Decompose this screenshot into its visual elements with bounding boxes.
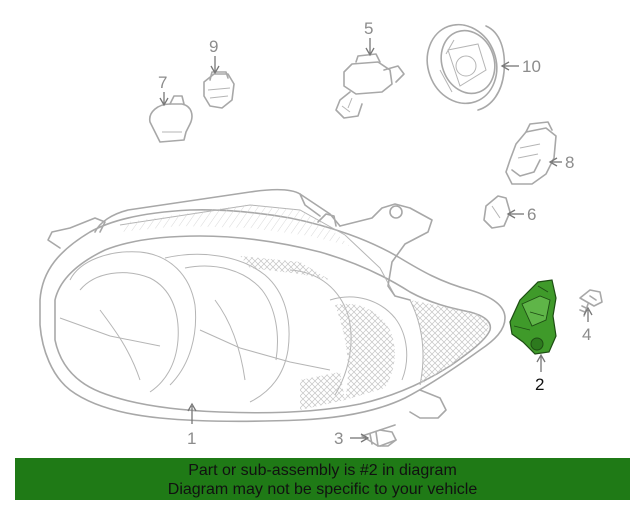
- callout-10: 10: [522, 57, 541, 76]
- callout-7: 7: [158, 73, 167, 92]
- part-7-bulb: [148, 95, 193, 143]
- part-9-socket: [203, 71, 235, 109]
- callout-1: 1: [187, 429, 196, 448]
- part-5-halogen-bulb: [335, 53, 405, 119]
- callout-6: 6: [527, 205, 536, 224]
- callout-3: 3: [334, 429, 343, 448]
- part-4-screw: [579, 289, 603, 317]
- callout-4: 4: [582, 325, 591, 344]
- leader-lines: [159, 38, 593, 443]
- part-6-wedge-bulb: [483, 195, 511, 229]
- part-10-cover: [426, 23, 506, 111]
- callout-8: 8: [565, 153, 574, 172]
- headlamp-assembly: [39, 188, 506, 423]
- banner-line-1: Part or sub-assembly is #2 in diagram: [188, 462, 457, 479]
- callout-2[interactable]: 2: [535, 375, 544, 394]
- info-banner: Part or sub-assembly is #2 in diagram Di…: [15, 458, 630, 500]
- callout-9: 9: [209, 37, 218, 56]
- banner-line-2: Diagram may not be specific to your vehi…: [167, 481, 478, 498]
- callout-5: 5: [364, 19, 373, 38]
- part-3-bolt: [361, 424, 397, 447]
- parts-diagram: 1 2 3 4 5 6 7 8 9 10: [39, 19, 603, 448]
- callout-labels: 1 2 3 4 5 6 7 8 9 10: [158, 19, 591, 448]
- part-8-socket: [505, 121, 557, 185]
- part-2-bracket[interactable]: [509, 279, 557, 355]
